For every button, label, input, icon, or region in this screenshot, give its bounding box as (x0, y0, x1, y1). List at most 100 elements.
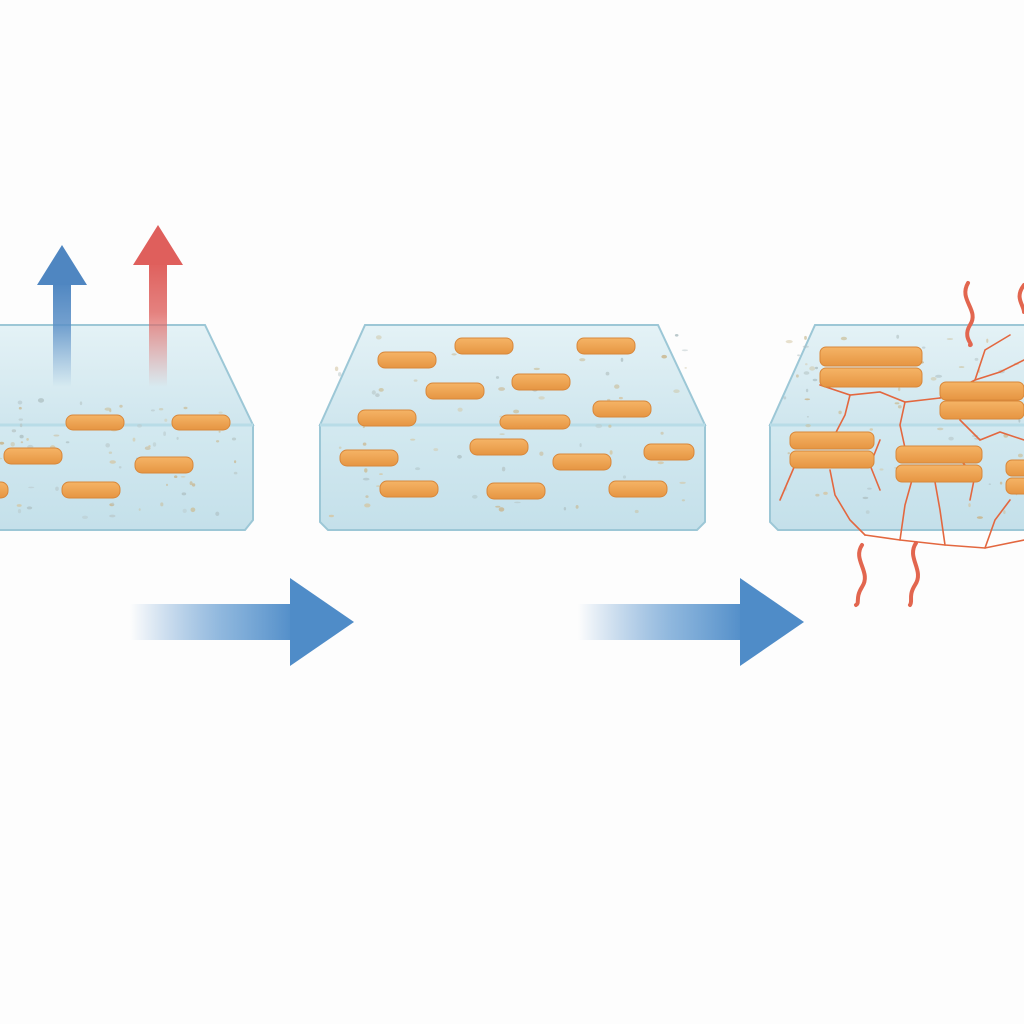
debris-fleck (533, 367, 540, 371)
debris-fleck (181, 492, 187, 496)
debris-fleck (803, 371, 810, 375)
debris-fleck (138, 508, 141, 511)
debris-fleck (674, 334, 679, 337)
debris-fleck (787, 452, 791, 455)
panel-3-aggregated-particles (789, 346, 1024, 495)
debris-fleck (216, 440, 220, 443)
debris-fleck (26, 506, 33, 510)
debris-fleck (158, 408, 164, 411)
debris-fleck (579, 443, 582, 448)
debris-fleck (163, 431, 167, 437)
debris-fleck (968, 503, 971, 508)
debris-fleck (657, 461, 664, 465)
debris-fleck (364, 468, 368, 473)
debris-fleck (28, 486, 35, 489)
debris-fleck (433, 448, 439, 452)
debris-fleck (797, 354, 801, 357)
debris-fleck (605, 371, 610, 376)
debris-fleck (182, 508, 187, 513)
debris-fleck (362, 477, 370, 481)
debris-fleck (804, 398, 811, 401)
debris-fleck (575, 505, 579, 509)
debris-fleck (18, 406, 22, 410)
debris-fleck (119, 404, 123, 408)
debris-fleck (894, 402, 900, 405)
debris-fleck (498, 507, 505, 512)
debris-fleck (17, 509, 22, 514)
debris-fleck (802, 345, 809, 348)
panel-1-gel-slab (0, 324, 255, 531)
debris-fleck (539, 451, 544, 456)
debris-fleck (513, 409, 520, 414)
debris-fleck (457, 454, 462, 459)
debris-fleck (137, 424, 142, 428)
debris-fleck (189, 481, 193, 486)
debris-fleck (607, 398, 611, 401)
debris-fleck (132, 437, 136, 442)
debris-fleck (595, 423, 603, 429)
debris-fleck (144, 446, 151, 451)
debris-fleck (838, 410, 842, 415)
debris-fleck (879, 468, 884, 471)
debris-fleck (563, 507, 567, 511)
debris-fleck (538, 396, 545, 400)
debris-fleck (499, 433, 505, 435)
panel-3-gel-slab (768, 324, 1024, 549)
debris-fleck (338, 372, 342, 377)
debris-fleck (65, 441, 70, 444)
debris-fleck (1003, 510, 1006, 515)
debris-fleck (26, 438, 29, 441)
debris-fleck (379, 473, 383, 475)
debris-fleck (1017, 453, 1023, 458)
debris-fleck (472, 494, 478, 499)
debris-fleck (164, 418, 168, 422)
debris-fleck (148, 445, 151, 448)
debris-fleck (896, 334, 900, 339)
debris-fleck (118, 466, 122, 469)
debris-fleck (16, 504, 22, 507)
debris-fleck (10, 442, 15, 447)
debris-fleck (37, 398, 45, 403)
debris-fleck (608, 424, 612, 428)
debris-fleck (937, 427, 944, 431)
debris-fleck (364, 503, 371, 508)
debris-fleck (104, 407, 112, 411)
debris-fleck (371, 390, 376, 395)
debris-fleck (974, 357, 979, 361)
debris-fleck (806, 416, 809, 418)
debris-fleck (109, 514, 116, 518)
panel-1-particles (0, 414, 231, 499)
debris-fleck (805, 363, 808, 366)
debris-fleck (375, 335, 382, 340)
debris-fleck (634, 509, 639, 514)
debris-fleck (609, 450, 613, 455)
debris-fleck (867, 487, 872, 490)
debris-fleck (897, 405, 902, 409)
debris-fleck (618, 396, 623, 400)
debris-fleck (862, 496, 869, 500)
process-arrow-right-icon (578, 578, 804, 666)
debris-fleck (815, 493, 820, 497)
debris-fleck (930, 377, 937, 381)
process-arrow-right-icon (130, 578, 354, 666)
debris-fleck (840, 336, 848, 341)
debris-fleck (152, 442, 157, 447)
debris-fleck (413, 379, 418, 382)
debris-fleck (108, 451, 113, 454)
debris-fleck (495, 376, 500, 379)
debris-fleck (451, 353, 457, 356)
debris-fleck (160, 502, 164, 507)
debris-fleck (410, 438, 416, 441)
debris-fleck (988, 483, 991, 486)
debris-fleck (55, 486, 59, 491)
debris-fleck (1018, 418, 1021, 423)
debris-fleck (679, 481, 686, 484)
debris-fleck (334, 366, 339, 372)
debris-fleck (362, 442, 367, 446)
debris-fleck (105, 443, 110, 448)
debris-fleck (869, 428, 873, 431)
debris-fleck (191, 483, 196, 487)
debris-fleck (190, 507, 196, 513)
debris-fleck (796, 374, 799, 378)
debris-fleck (805, 424, 811, 428)
